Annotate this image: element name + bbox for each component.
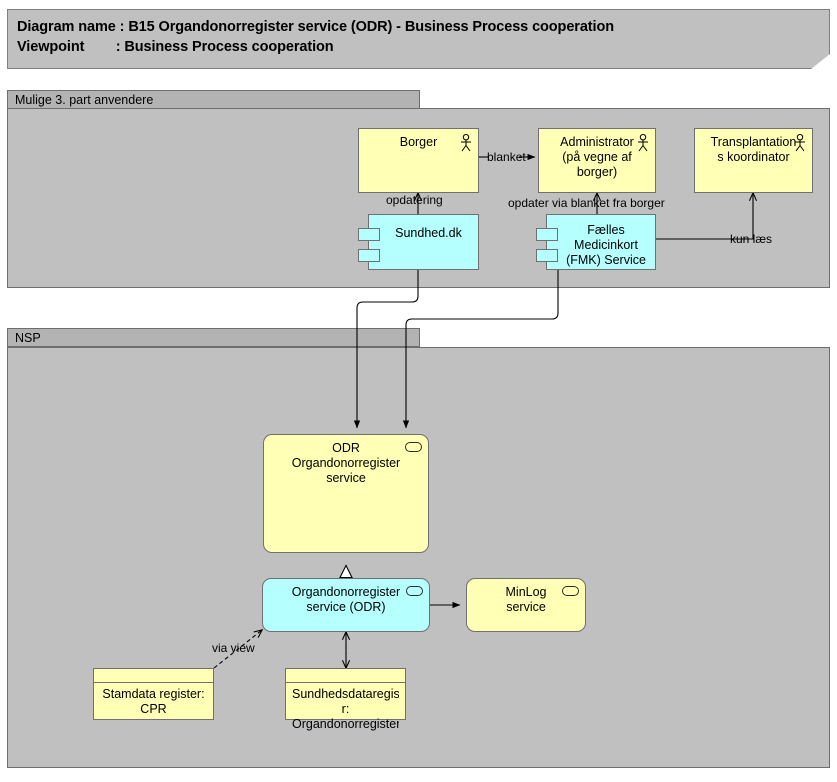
component-tab-upper-icon: [536, 228, 558, 241]
edge-label-opdatering: opdatering: [386, 193, 443, 207]
actor-icon: [461, 134, 471, 152]
service-icon: [562, 586, 579, 596]
node-borger-label: Borger: [399, 135, 438, 149]
component-tab-upper-icon: [358, 228, 380, 241]
node-sundhedsdataregister-organdonorregister-label: Sundhedsdataregiste r: Organdonorregiste…: [292, 687, 399, 731]
node-odr-organdonorregister-service[interactable]: ODR Organdonorregister service: [263, 434, 429, 553]
node-administrator-label: Administrator (på vegne af borger): [560, 135, 634, 179]
node-administrator[interactable]: Administrator (på vegne af borger): [538, 128, 656, 193]
component-tab-lower-icon: [536, 249, 558, 262]
node-fmk-service[interactable]: Fælles Medicinkort (FMK) Service: [536, 214, 656, 270]
datastore-header-strip: [286, 669, 405, 683]
diagram-name-text: Diagram name : B15 Organdonorregister se…: [17, 19, 614, 35]
node-organdonorregister-service-odr[interactable]: Organdonorregister service (ODR): [262, 578, 430, 632]
diagram-title-banner: Diagram name : B15 Organdonorregister se…: [7, 9, 830, 69]
group-mulige-3-part-anvendere-tab: Mulige 3. part anvendere: [7, 90, 420, 109]
group-mulige-label: Mulige 3. part anvendere: [15, 93, 154, 107]
node-odr-organdonorregister-service-label: ODR Organdonorregister service: [291, 441, 401, 485]
service-icon: [406, 586, 423, 596]
edge-label-via-view: via view: [212, 641, 255, 655]
group-nsp-tab: NSP: [7, 328, 420, 347]
node-transplantations-koordinator-label: Transplantation s koordinator: [710, 135, 797, 164]
edge-label-kun-laes: kun læs: [730, 232, 773, 246]
node-sundhed-dk-label: Sundhed.dk: [395, 226, 462, 240]
viewpoint-text: Viewpoint : Business Process cooperation: [17, 39, 334, 55]
node-stamdata-register-cpr[interactable]: Stamdata register: CPR: [93, 668, 214, 720]
group-nsp-label: NSP: [15, 331, 41, 345]
component-tab-lower-icon: [358, 249, 380, 262]
node-minlog-service[interactable]: MinLog service: [466, 578, 586, 632]
node-minlog-service-label: MinLog service: [505, 585, 547, 614]
service-icon: [405, 442, 422, 452]
actor-icon: [638, 134, 648, 152]
actor-icon: [795, 134, 805, 152]
node-borger[interactable]: Borger: [358, 128, 479, 193]
node-sundhedsdataregister-organdonorregister[interactable]: Sundhedsdataregiste r: Organdonorregiste…: [285, 668, 406, 731]
node-organdonorregister-service-odr-label: Organdonorregister service (ODR): [291, 585, 401, 614]
node-sundhed-dk[interactable]: Sundhed.dk: [358, 214, 479, 270]
edge-label-opdater-via-blanket: opdater via blanket fra borger: [508, 196, 665, 210]
node-fmk-service-label: Fælles Medicinkort (FMK) Service: [566, 223, 646, 267]
edge-label-blanket: blanket: [487, 150, 526, 164]
datastore-header-strip: [94, 669, 213, 683]
node-transplantations-koordinator[interactable]: Transplantation s koordinator: [694, 128, 813, 193]
node-stamdata-register-cpr-label: Stamdata register: CPR: [102, 687, 205, 716]
